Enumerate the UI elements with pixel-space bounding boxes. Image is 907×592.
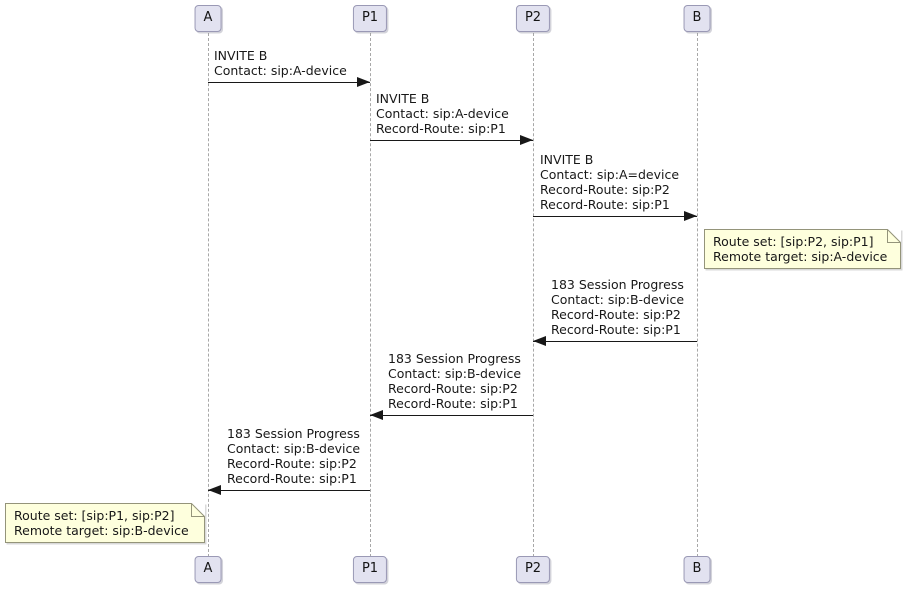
message-label-183-b-p2: 183 Session Progress Contact: sip:B-devi… — [551, 277, 684, 337]
message-line: 183 Session Progress — [227, 426, 360, 441]
message-label-invite-p1-p2: INVITE B Contact: sip:A-device Record-Ro… — [376, 91, 509, 136]
note-line: Route set: [sip:P1, sip:P2] — [14, 508, 175, 523]
message-line: Record-Route: sip:P1 — [551, 322, 681, 337]
message-line: Contact: sip:B-device — [388, 366, 522, 381]
note-line: Remote target: sip:B-device — [14, 523, 189, 538]
message-line: INVITE B — [214, 48, 268, 63]
note-line: Remote target: sip:A-device — [713, 249, 888, 264]
lifeline-p1 — [370, 33, 371, 557]
message-line: 183 Session Progress — [551, 277, 684, 292]
lifeline-a — [208, 33, 209, 557]
message-arrow-p1-p2 — [370, 140, 533, 141]
message-label-183-p2-p1: 183 Session Progress Contact: sip:B-devi… — [388, 351, 521, 411]
message-line: Record-Route: sip:P1 — [376, 121, 506, 136]
message-line: Record-Route: sip:P2 — [388, 381, 518, 396]
arrowhead-left-icon — [370, 410, 383, 420]
note-fold-icon — [191, 503, 205, 517]
message-arrow-p1-a — [208, 490, 370, 491]
arrowhead-right-icon — [357, 77, 370, 87]
message-line: Record-Route: sip:P2 — [551, 307, 681, 322]
message-arrow-a-p1 — [208, 82, 370, 83]
message-line: INVITE B — [376, 91, 430, 106]
arrowhead-left-icon — [533, 336, 546, 346]
message-label-invite-a-p1: INVITE B Contact: sip:A-device — [214, 48, 347, 78]
message-arrow-p2-p1 — [370, 415, 533, 416]
participant-box-a-bottom: A — [194, 556, 222, 583]
message-line: Contact: sip:A=device — [540, 167, 680, 182]
participant-box-p1-top: P1 — [352, 5, 388, 32]
message-line: Record-Route: sip:P1 — [540, 197, 670, 212]
message-line: INVITE B — [540, 152, 594, 167]
message-line: Contact: sip:B-device — [551, 292, 685, 307]
message-label-invite-p2-b: INVITE B Contact: sip:A=device Record-Ro… — [540, 152, 679, 212]
participant-box-p2-top: P2 — [515, 5, 551, 32]
note-line: Route set: [sip:P2, sip:P1] — [713, 234, 874, 249]
message-arrow-b-p2 — [533, 341, 697, 342]
lifeline-b — [697, 33, 698, 557]
message-line: Record-Route: sip:P1 — [388, 396, 518, 411]
arrowhead-left-icon — [208, 485, 221, 495]
participant-box-b-top: B — [683, 5, 711, 32]
note-route-set-b: Route set: [sip:P2, sip:P1] Remote targe… — [704, 229, 901, 269]
message-line: Record-Route: sip:P2 — [540, 182, 670, 197]
arrowhead-right-icon — [520, 135, 533, 145]
message-label-183-p1-a: 183 Session Progress Contact: sip:B-devi… — [227, 426, 360, 486]
message-line: Contact: sip:B-device — [227, 441, 361, 456]
note-route-set-a: Route set: [sip:P1, sip:P2] Remote targe… — [5, 503, 205, 543]
message-line: Contact: sip:A-device — [214, 63, 347, 78]
participant-box-p1-bottom: P1 — [352, 556, 388, 583]
participant-box-b-bottom: B — [683, 556, 711, 583]
arrowhead-right-icon — [684, 211, 697, 221]
participant-box-a-top: A — [194, 5, 222, 32]
message-arrow-p2-b — [533, 216, 697, 217]
lifeline-p2 — [533, 33, 534, 557]
message-line: Record-Route: sip:P1 — [227, 471, 357, 486]
message-line: Contact: sip:A-device — [376, 106, 509, 121]
message-line: Record-Route: sip:P2 — [227, 456, 357, 471]
note-fold-icon — [887, 229, 901, 243]
participant-box-p2-bottom: P2 — [515, 556, 551, 583]
message-line: 183 Session Progress — [388, 351, 521, 366]
